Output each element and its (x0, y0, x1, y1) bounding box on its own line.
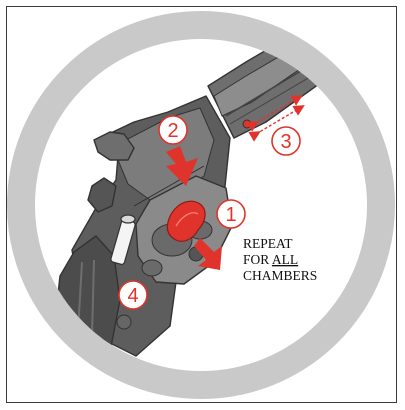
ejector-arrow (246, 95, 305, 142)
step-marker-2: 2 (158, 115, 188, 145)
svg-text:4: 4 (127, 285, 138, 307)
note-line-2: FOR ALL (243, 252, 298, 267)
svg-text:2: 2 (167, 120, 178, 142)
step-marker-1: 1 (216, 199, 246, 229)
step-marker-3: 3 (271, 126, 301, 156)
note-emphasis: ALL (272, 252, 298, 267)
cylinder-release-latch (166, 200, 206, 242)
revolver-hammer (87, 131, 135, 213)
note-line-1: REPEAT (243, 236, 293, 251)
note-line-3: CHAMBERS (243, 268, 317, 283)
svg-text:3: 3 (280, 131, 291, 153)
step-marker-4: 4 (118, 280, 148, 310)
cartridge (110, 214, 136, 265)
ejector-rod-tip (242, 119, 252, 129)
swing-arrow (166, 146, 198, 186)
safety-ring (7, 11, 395, 399)
press-arrow (194, 238, 222, 270)
svg-text:1: 1 (225, 204, 236, 226)
repeat-note: REPEAT FOR ALL CHAMBERS (243, 236, 317, 283)
